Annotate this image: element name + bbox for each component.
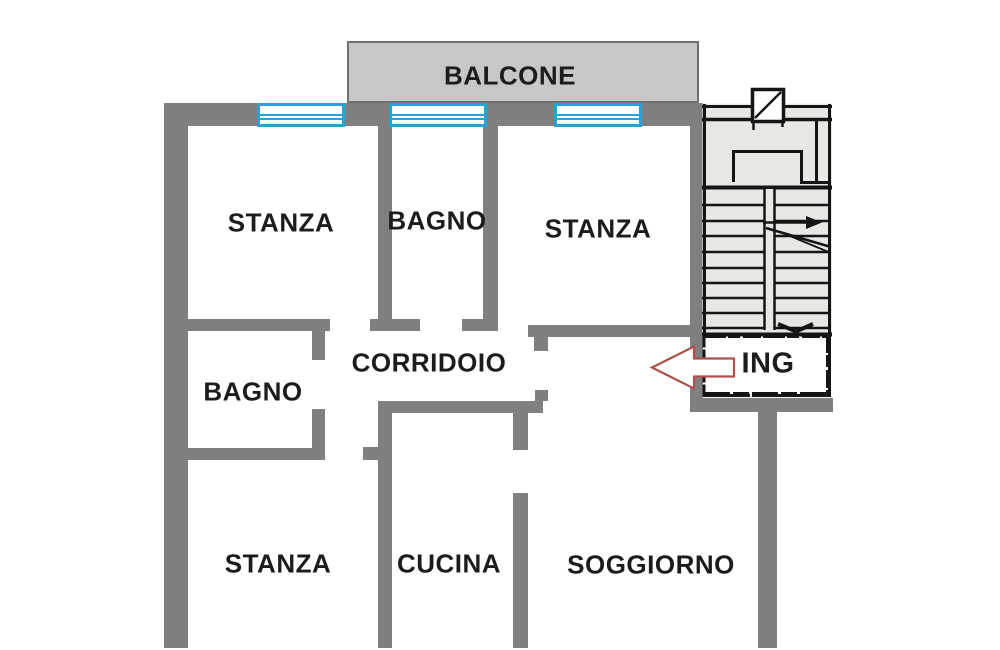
wall-right-lower <box>758 412 777 648</box>
wall-bagno-left-top <box>183 319 330 331</box>
label-balcony: BALCONE <box>443 60 577 91</box>
wall-kitchen-living-lower <box>513 493 528 648</box>
wall-stanza-kitchen-divider <box>378 401 392 648</box>
window-symbol <box>389 103 487 127</box>
label-living-room: SOGGIORNO <box>567 549 735 580</box>
label-kitchen: CUCINA <box>396 548 502 579</box>
wall-stanza-bagno-divider <box>378 126 392 320</box>
window-symbol <box>257 103 345 127</box>
wall-left-outer <box>164 103 188 648</box>
wall-stanza-right-south <box>528 325 690 337</box>
window-symbol <box>554 103 642 127</box>
wall-kitchen-stub <box>535 390 548 401</box>
window-pane-line <box>557 117 639 120</box>
balcony-area <box>347 41 699 103</box>
window-pane-line <box>260 114 342 117</box>
wall-bagno-stanza-divider <box>483 126 498 320</box>
elevator-icon <box>750 87 786 124</box>
wall-entrance-bottom <box>690 398 833 412</box>
wall-corridor-stub <box>534 337 548 351</box>
wall-stanza-bl-jamb <box>363 447 378 460</box>
wall-right-upper <box>690 103 703 398</box>
wall-kitchen-north <box>378 401 543 413</box>
label-entrance: ING <box>741 347 795 380</box>
stair-direction-arrow <box>763 216 832 334</box>
wall-door-jamb-west <box>370 319 420 331</box>
entrance-arrow <box>649 344 736 391</box>
label-room-bottom-left: STANZA <box>224 548 332 579</box>
window-pane-line <box>557 114 639 117</box>
window-pane-line <box>392 114 484 117</box>
wall-bagno-left-bottom <box>183 448 325 460</box>
window-pane-line <box>392 117 484 120</box>
wall-kitchen-living-upper <box>513 413 528 450</box>
stairwell <box>702 87 832 397</box>
label-bathroom-top: BAGNO <box>387 205 487 236</box>
label-room-top-left: STANZA <box>227 207 335 238</box>
label-bathroom-left: BAGNO <box>203 376 303 407</box>
window-pane-line <box>260 117 342 120</box>
wall-bagno-left-east-upper <box>312 331 325 360</box>
label-corridor: CORRIDOIO <box>351 347 507 378</box>
label-room-top-right: STANZA <box>544 213 652 244</box>
wall-door-jamb-east <box>462 319 498 331</box>
wall-bagno-left-east-lower <box>312 409 325 460</box>
